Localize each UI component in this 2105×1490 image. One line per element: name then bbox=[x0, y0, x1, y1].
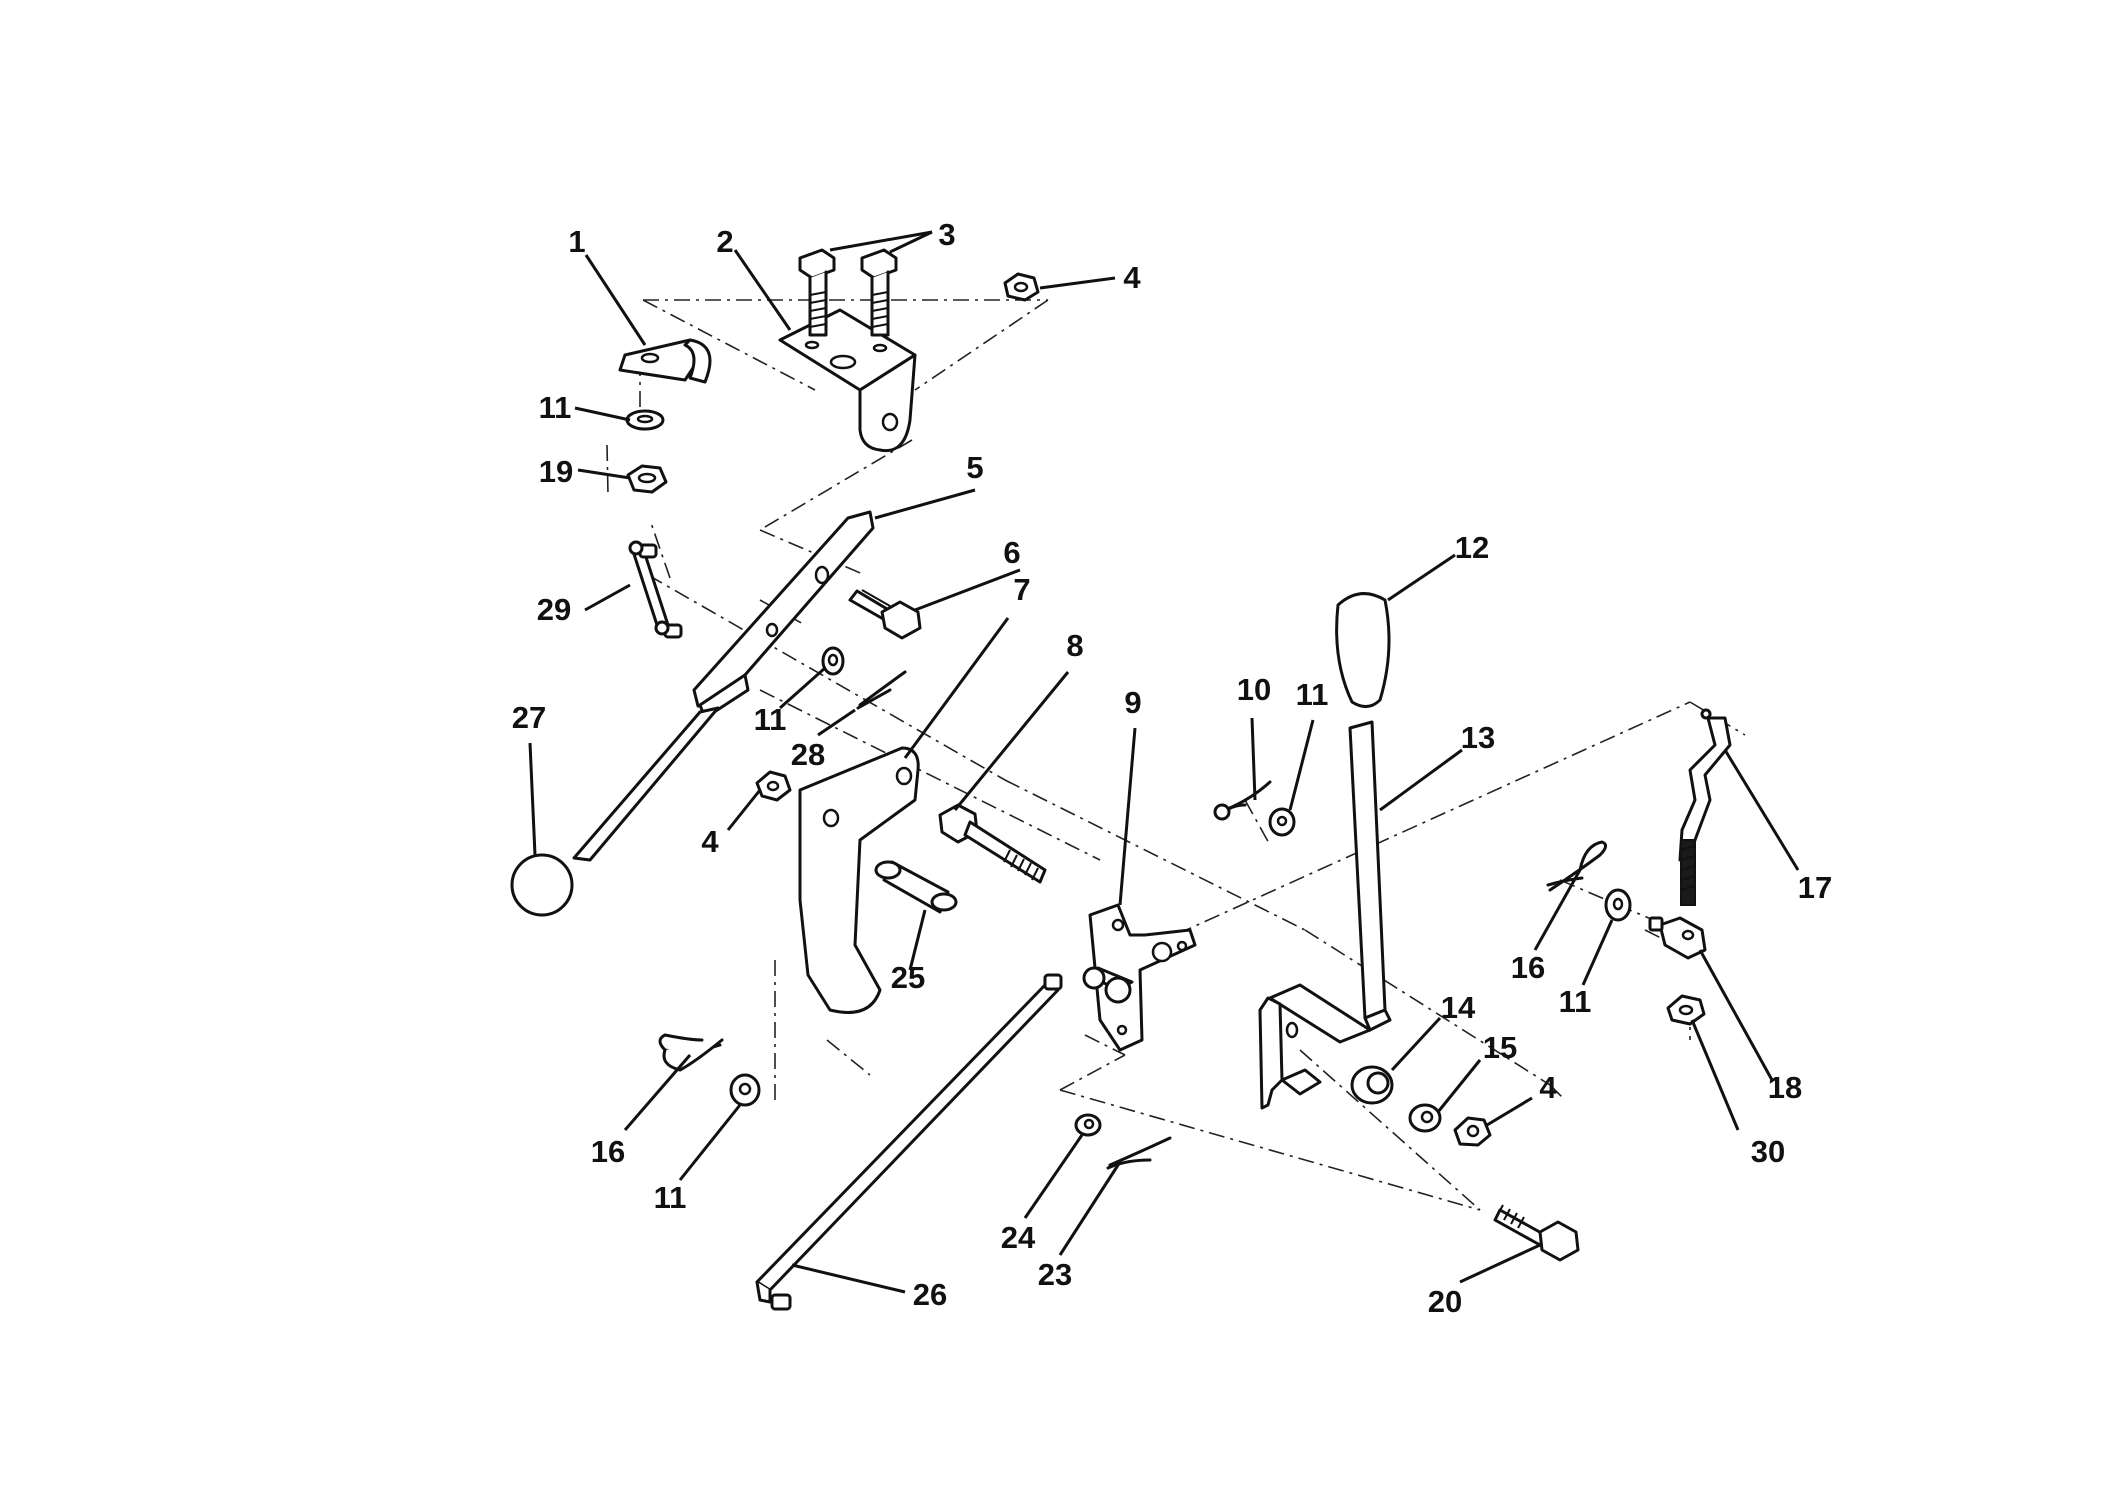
callout-16-right: 16 bbox=[1511, 950, 1545, 985]
callout-16-left: 16 bbox=[591, 1134, 625, 1169]
callout-11-top: 11 bbox=[539, 390, 572, 425]
part-11-washer-10 bbox=[1268, 807, 1296, 837]
callout-5: 5 bbox=[966, 450, 983, 485]
part-8-bolt bbox=[938, 803, 1047, 884]
callout-2: 2 bbox=[716, 224, 733, 259]
callout-15: 15 bbox=[1483, 1030, 1517, 1065]
callout-23: 23 bbox=[1038, 1257, 1072, 1292]
part-27-knob bbox=[510, 853, 574, 917]
callout-26: 26 bbox=[913, 1277, 947, 1312]
part-3-bolts bbox=[798, 248, 898, 337]
callout-11-bottom: 11 bbox=[654, 1180, 687, 1215]
part-16-hairpin-right bbox=[1546, 840, 1607, 892]
part-11-washer-left bbox=[625, 409, 665, 431]
callout-6: 6 bbox=[1003, 535, 1020, 570]
callout-13: 13 bbox=[1461, 720, 1495, 755]
callout-29: 29 bbox=[537, 592, 571, 627]
part-30-nut bbox=[1666, 994, 1706, 1026]
part-14-bushing bbox=[1350, 1065, 1394, 1105]
callout-25: 25 bbox=[891, 960, 925, 995]
callout-30: 30 bbox=[1751, 1134, 1785, 1169]
part-28-pin bbox=[856, 670, 907, 710]
part-23-pin bbox=[1106, 1136, 1172, 1170]
part-20-bolt bbox=[1493, 1204, 1580, 1262]
callout-11-pin: 11 bbox=[1296, 677, 1329, 712]
part-19-nut bbox=[626, 464, 668, 494]
part-25-spacer bbox=[874, 860, 958, 914]
callout-24: 24 bbox=[1001, 1220, 1036, 1255]
callout-3: 3 bbox=[938, 217, 955, 252]
callout-8: 8 bbox=[1066, 628, 1083, 663]
callout-4-mid: 4 bbox=[701, 824, 719, 859]
part-4-nut-right bbox=[1453, 1116, 1492, 1147]
part-26-rod bbox=[755, 973, 1063, 1311]
callout-4-top: 4 bbox=[1123, 260, 1141, 295]
part-24-washer bbox=[1074, 1113, 1102, 1137]
callout-12: 12 bbox=[1455, 530, 1489, 565]
part-29-link bbox=[628, 540, 683, 639]
part-2-bracket bbox=[778, 308, 917, 453]
part-11-washer-lever bbox=[821, 646, 845, 676]
part-7-plate bbox=[798, 746, 920, 1014]
part-18-swivel bbox=[1648, 916, 1707, 960]
callout-19: 19 bbox=[539, 454, 573, 489]
alignment-guides bbox=[606, 299, 1746, 1211]
part-10-cotter-pin bbox=[1213, 780, 1272, 821]
part-13-handle bbox=[1258, 720, 1392, 1110]
callout-9: 9 bbox=[1124, 685, 1141, 720]
callout-18: 18 bbox=[1768, 1070, 1802, 1105]
part-11-washer-bottom-left bbox=[729, 1073, 761, 1107]
part-17-rod bbox=[1678, 708, 1732, 906]
callout-20: 20 bbox=[1428, 1284, 1462, 1319]
part-5-lever bbox=[572, 510, 875, 862]
callout-11-right: 11 bbox=[1559, 984, 1592, 1019]
part-4-nut-mid bbox=[755, 770, 792, 802]
callout-14: 14 bbox=[1441, 990, 1476, 1025]
part-1-clip bbox=[618, 338, 712, 384]
callout-27: 27 bbox=[512, 700, 546, 735]
callout-10: 10 bbox=[1237, 672, 1271, 707]
part-16-hairpin-left bbox=[658, 1033, 724, 1072]
callout-17: 17 bbox=[1798, 870, 1832, 905]
callout-11-lever: 11 bbox=[754, 702, 787, 737]
part-11-washer-right bbox=[1604, 888, 1632, 922]
part-4-nut-top bbox=[1003, 272, 1040, 302]
part-9-pivot-plate bbox=[1082, 903, 1197, 1052]
part-6-bolt bbox=[848, 589, 922, 640]
callout-28: 28 bbox=[791, 737, 825, 772]
callout-4-right: 4 bbox=[1539, 1070, 1557, 1105]
callout-labels: 1 2 3 4 11 19 5 6 29 7 27 11 28 4 8 9 10… bbox=[512, 217, 1832, 1319]
part-15-washer bbox=[1408, 1103, 1442, 1133]
callout-7: 7 bbox=[1013, 572, 1030, 607]
part-12-grip bbox=[1335, 592, 1391, 708]
leader-lines bbox=[528, 230, 1800, 1294]
callout-1: 1 bbox=[568, 224, 585, 259]
